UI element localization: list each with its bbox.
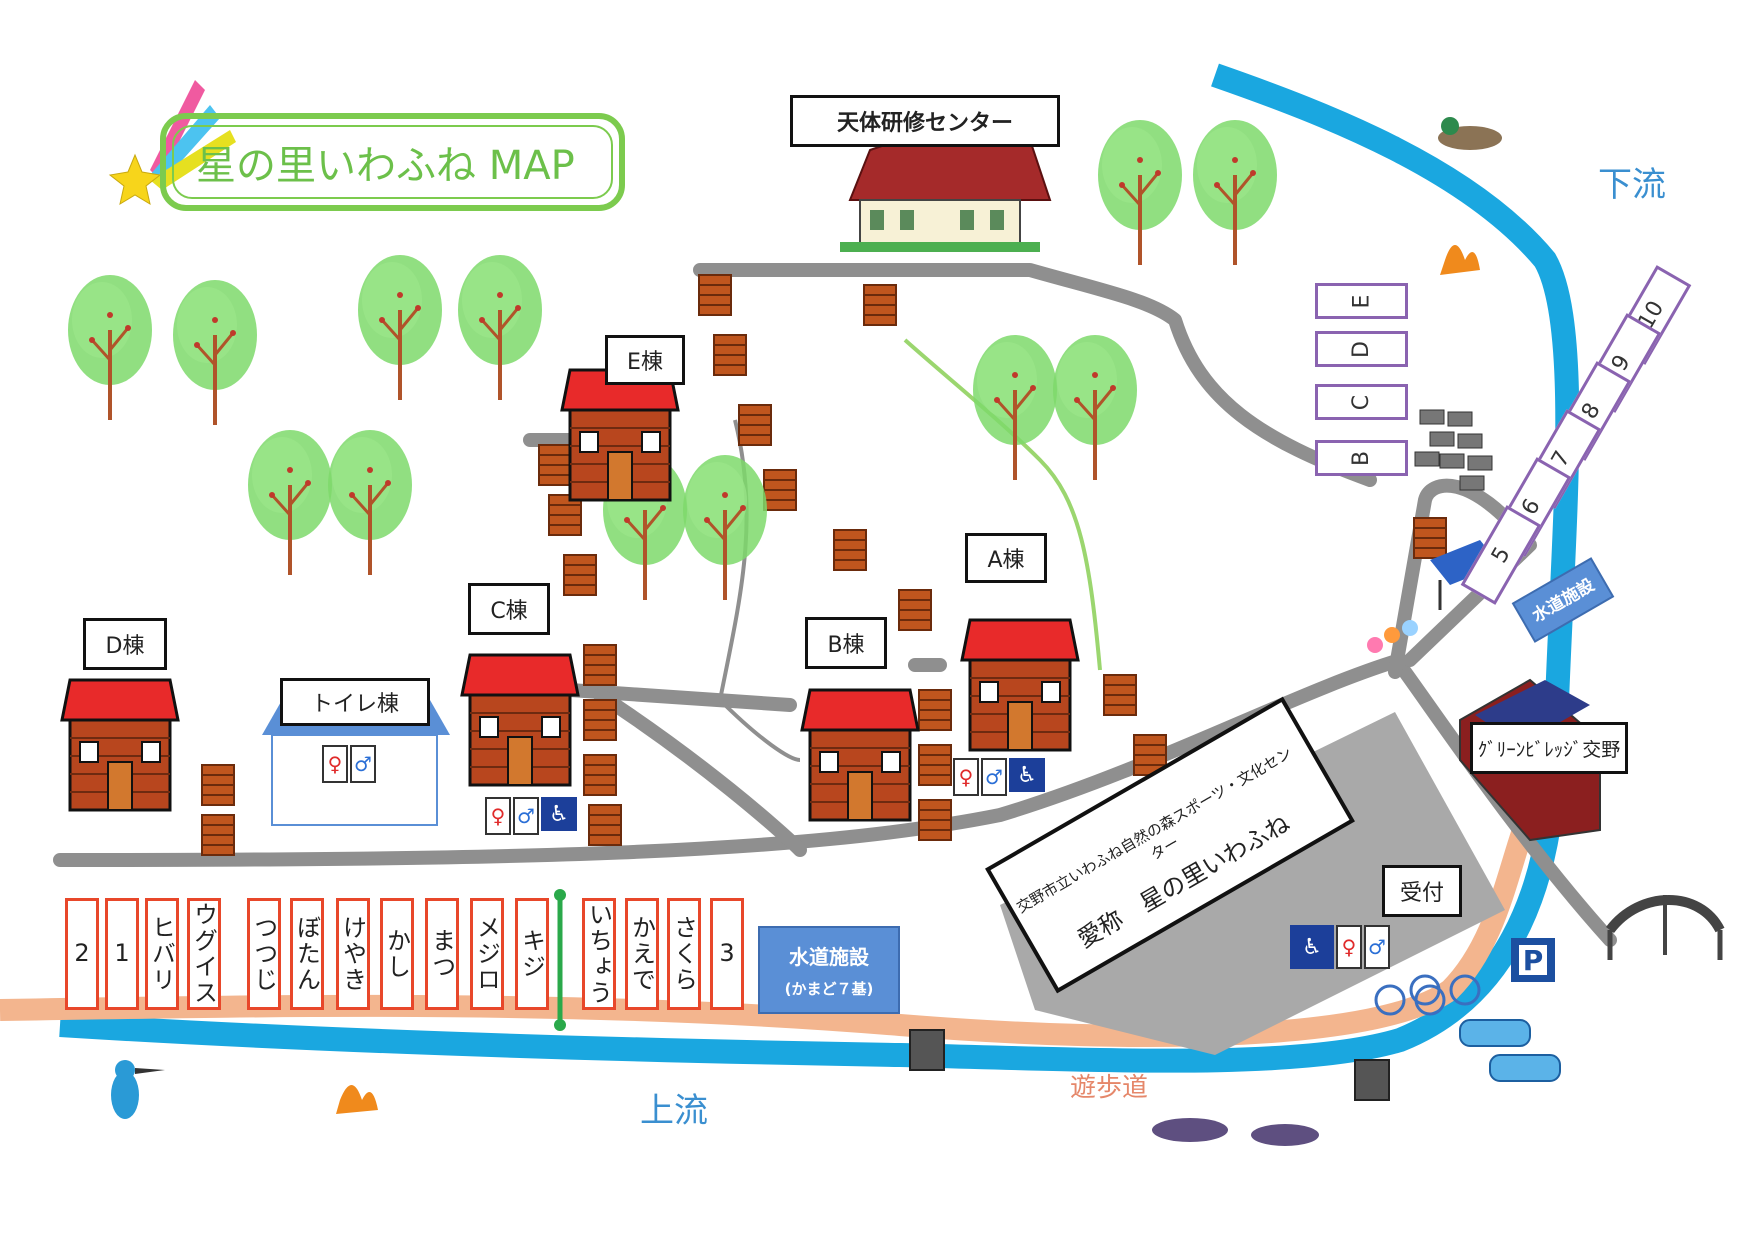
campsite-2[interactable]: 2 — [65, 898, 99, 1010]
toilet-building-label: トイレ棟 — [280, 678, 430, 726]
green-village-label: ｸﾞﾘｰﾝﾋﾞﾚｯｼﾞ交野 — [1470, 722, 1628, 774]
building-e-label: E棟 — [605, 335, 685, 385]
building-c-facility-icons: ♀ ♂ ♿ — [485, 797, 577, 835]
male-restroom-icon: ♂ — [513, 797, 539, 835]
campsite-さくら[interactable]: さくら — [667, 898, 701, 1010]
bicycles — [1374, 974, 1481, 1016]
map-title: 星の里いわふね MAP — [160, 113, 625, 211]
parking-icon: P — [1511, 938, 1555, 982]
campsite-ぼたん[interactable]: ぼたん — [290, 898, 324, 1010]
center-card-shape — [985, 696, 1355, 994]
plaza — [1000, 712, 1505, 1055]
map-title-text: 星の里いわふね MAP — [196, 143, 575, 189]
building-d-label: D棟 — [83, 618, 167, 670]
campsite-いちょう[interactable]: いちょう — [582, 898, 616, 1010]
campsite-ウグイス[interactable]: ウグイス — [187, 898, 221, 1010]
accessible-icon: ♿ — [541, 797, 577, 831]
water-facility-main-note: (かまど７基) — [784, 980, 874, 998]
river — [59, 63, 1580, 1073]
building-a-facility-icons: ♀ ♂ ♿ — [953, 758, 1045, 796]
male-restroom-icon: ♂ — [350, 745, 376, 783]
campsite-まつ[interactable]: まつ — [425, 898, 459, 1010]
female-restroom-icon: ♀ — [322, 745, 348, 783]
water-facility-main: 水道施設 (かまど７基) — [758, 926, 900, 1014]
water-small-shape — [1511, 557, 1615, 643]
water-facility-main-name: 水道施設 — [789, 945, 869, 969]
male-restroom-icon: ♂ — [1364, 925, 1390, 969]
flowers — [1367, 620, 1418, 653]
campsite-キジ[interactable]: キジ — [515, 898, 549, 1010]
kingfisher — [111, 1060, 165, 1119]
building-b-label: B棟 — [805, 617, 887, 669]
campsite-ヒバリ[interactable]: ヒバリ — [145, 898, 179, 1010]
campsite-かえで[interactable]: かえで — [625, 898, 659, 1010]
observatory-label: 天体研修センター — [790, 95, 1060, 147]
upper-site-B[interactable]: B — [1315, 440, 1408, 476]
walkway-label: 遊歩道 — [1070, 1073, 1149, 1103]
bridge — [1606, 895, 1725, 960]
duck — [1438, 117, 1502, 150]
upper-site-C[interactable]: C — [1315, 384, 1408, 420]
upstream-label: 上流 — [640, 1091, 708, 1131]
downstream-label: 下流 — [1598, 165, 1666, 205]
reception-label: 受付 — [1382, 865, 1462, 917]
grills — [909, 1029, 1390, 1101]
accessible-icon: ♿ — [1009, 758, 1045, 792]
building-c-label: C棟 — [468, 583, 550, 635]
campsite-3[interactable]: 3 — [710, 898, 744, 1010]
campfires — [336, 245, 1480, 1114]
fish — [1152, 1118, 1319, 1146]
campsite-けやき[interactable]: けやき — [336, 898, 370, 1010]
toilet-building-icons: ♀ ♂ — [322, 745, 376, 783]
accessible-icon: ♿ — [1290, 925, 1334, 969]
male-restroom-icon: ♂ — [981, 758, 1007, 796]
upper-site-E[interactable]: E — [1315, 283, 1408, 319]
gate — [554, 889, 566, 1031]
green-trail — [903, 338, 1102, 671]
campsite-1[interactable]: 1 — [105, 898, 139, 1010]
parking-letter: P — [1519, 944, 1547, 977]
campsite-かし[interactable]: かし — [380, 898, 414, 1010]
female-restroom-icon: ♀ — [953, 758, 979, 796]
campsite-メジロ[interactable]: メジロ — [470, 898, 504, 1010]
building-a-label: A棟 — [965, 533, 1047, 583]
campsite-つつじ[interactable]: つつじ — [247, 898, 281, 1010]
observatory-house — [840, 139, 1052, 252]
center-facility-icons: ♿ ♀ ♂ — [1290, 925, 1390, 969]
cars — [1459, 1019, 1561, 1082]
female-restroom-icon: ♀ — [1336, 925, 1362, 969]
stone-pile — [1414, 409, 1493, 491]
female-restroom-icon: ♀ — [485, 797, 511, 835]
upper-site-D[interactable]: D — [1315, 331, 1408, 367]
